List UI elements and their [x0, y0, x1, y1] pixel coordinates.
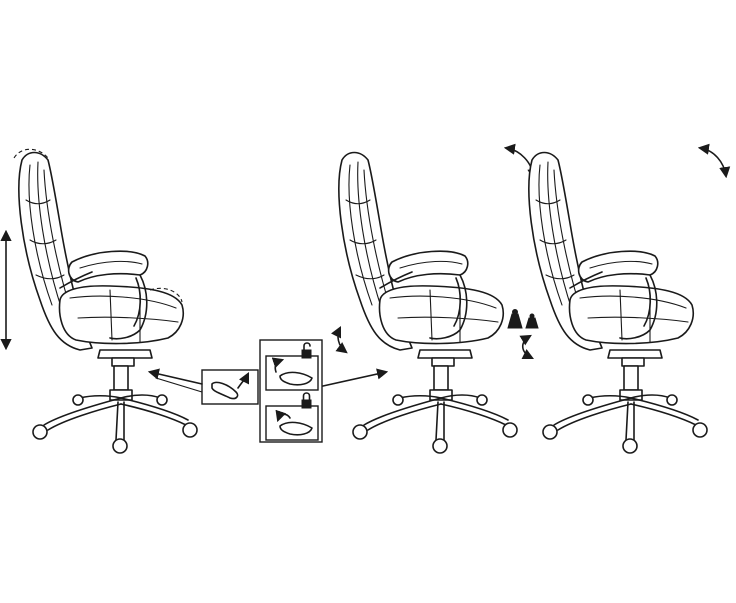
chair-tension-adjustment	[507, 143, 731, 454]
lock-icon	[301, 392, 312, 409]
seat-curve-arrow-icon	[271, 357, 313, 436]
weight-icon	[507, 309, 539, 329]
lever-hand-icon	[211, 371, 250, 400]
tilt-curve-arrow-icon	[697, 143, 731, 179]
dashed-recline-outline	[13, 148, 49, 159]
chair-height-adjustment	[0, 148, 259, 454]
chair-tilt-lock	[259, 143, 539, 454]
curved-double-arrow-icon	[519, 334, 535, 360]
unlock-icon	[301, 342, 312, 359]
